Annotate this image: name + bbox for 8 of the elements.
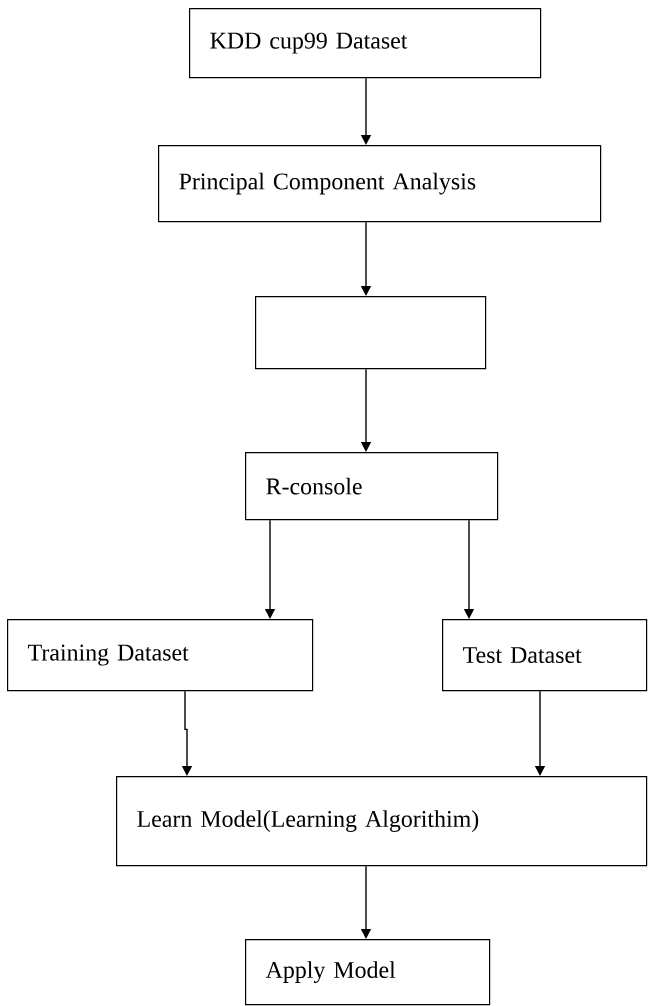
process-box: Learn Model(Learning Algorithim) <box>116 776 648 867</box>
process-box: Training Dataset <box>7 619 314 692</box>
process-box: R-console <box>245 452 499 521</box>
process-box: KDD cup99 Dataset <box>189 8 542 79</box>
process-box: Test Dataset <box>442 619 648 692</box>
process-box: Principal Component Analysis <box>158 145 602 223</box>
empty-box <box>255 296 487 370</box>
process-box: Apply Model <box>245 939 491 1006</box>
